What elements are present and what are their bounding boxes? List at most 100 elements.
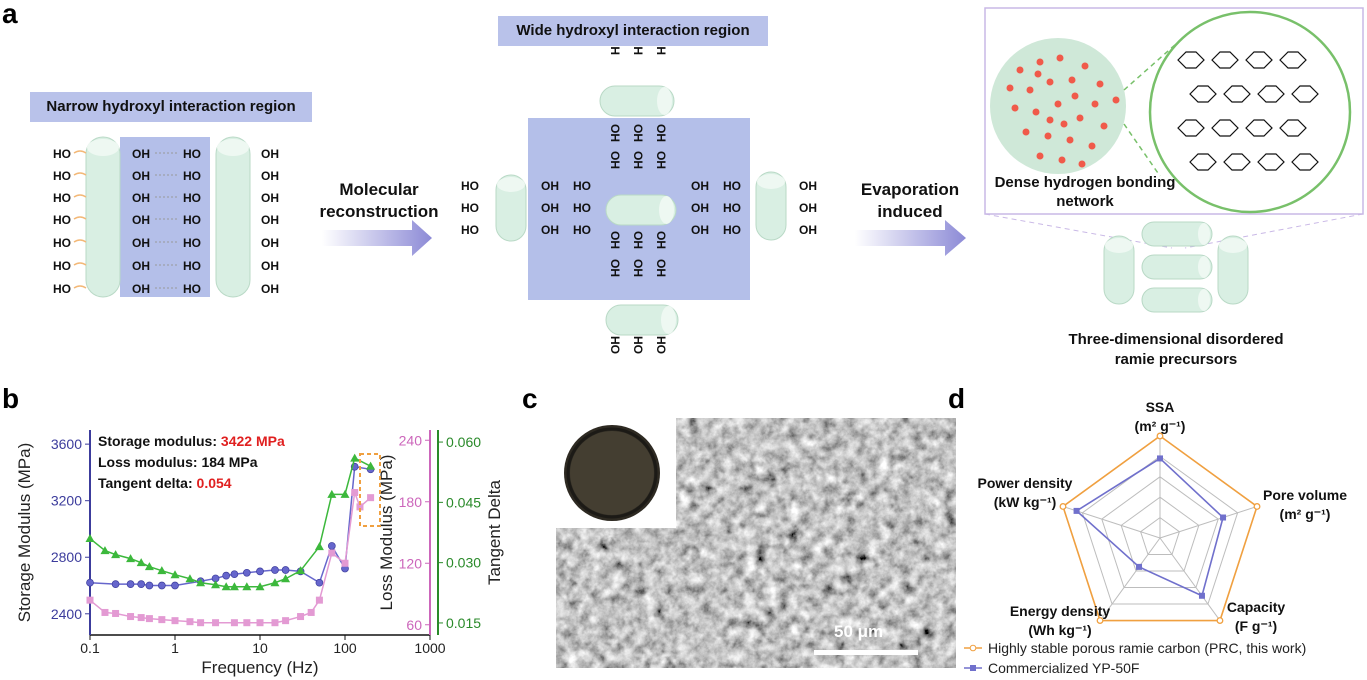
hbond-node: [1036, 58, 1044, 66]
precursor-cylinder: [1141, 287, 1213, 313]
ho-label: HO: [183, 259, 201, 273]
data-point: [256, 567, 264, 576]
cylinder-west-cap: [497, 177, 525, 192]
ho-label: HO: [461, 201, 479, 215]
data-point: [222, 571, 231, 580]
oh-label: OH: [541, 223, 559, 237]
scale-bar: [814, 650, 918, 655]
zoom-line: [1184, 213, 1364, 249]
data-point: [136, 558, 146, 567]
glucose-ring: [1211, 119, 1239, 137]
loss-legend: Loss modulus: 184 MPa: [98, 454, 258, 470]
chain: [73, 172, 87, 176]
data-point: [356, 503, 364, 511]
chain: [73, 262, 87, 266]
glucose-ring: [1189, 85, 1217, 103]
data-point: [366, 461, 376, 470]
oh-vertical: OH: [654, 259, 668, 277]
oh-vertical: OH: [654, 151, 668, 169]
cylinder-left: [85, 136, 121, 298]
data-point: [270, 578, 280, 587]
hbond-node: [1088, 142, 1096, 150]
oh-vertical: OH: [631, 151, 645, 169]
oh-label: OH: [541, 179, 559, 193]
panel-d-letter: d: [948, 383, 966, 414]
zoom-circle: [1148, 10, 1352, 214]
legend-marker: [970, 665, 976, 671]
ho-label: HO: [573, 201, 591, 215]
radar-ring: [1081, 455, 1239, 605]
chain: [73, 150, 87, 154]
data-point: [271, 566, 279, 574]
oh-label: OH: [799, 179, 817, 193]
precursor-cylinder-cap: [1219, 238, 1247, 253]
data-point: [196, 578, 206, 587]
ho-label: HO: [183, 147, 201, 161]
hbond-node: [1016, 66, 1024, 74]
glucose-ring: [1177, 51, 1205, 69]
data-point: [101, 608, 109, 616]
ho-label: HO: [183, 191, 201, 205]
data-point: [296, 566, 306, 575]
oh-label: OH: [261, 169, 279, 183]
data-point: [230, 570, 239, 579]
ho-label: HO: [53, 282, 71, 296]
hbond-node: [1068, 76, 1076, 84]
hbond-node: [1071, 92, 1079, 100]
x-tick-label: 1: [171, 640, 179, 656]
narrow-region-box: [120, 137, 210, 297]
data-point: [351, 489, 359, 497]
glucose-ring: [1291, 153, 1319, 171]
hbond-node: [1060, 120, 1068, 128]
oh-vertical: OH: [631, 124, 645, 142]
hbond-node: [1046, 116, 1054, 124]
chain: [73, 285, 87, 289]
hbond-node: [1112, 96, 1120, 104]
hbond-node: [1091, 100, 1099, 108]
arrow2-label: Evaporation induced: [860, 180, 960, 221]
radar-series-0: [1062, 435, 1258, 622]
data-point: [211, 580, 221, 589]
data-point: [256, 619, 264, 627]
hbond-node: [1081, 62, 1089, 70]
arrow-1: [322, 220, 432, 256]
y-tick-label: 240: [399, 432, 423, 448]
cylinder-top-cap: [657, 87, 672, 115]
data-point: [315, 596, 323, 604]
glucose-ring: [1279, 119, 1307, 137]
oh-label: OH: [261, 191, 279, 205]
cylinder-left-cap: [87, 139, 119, 156]
oh-vertical: OH: [654, 124, 668, 142]
chart-b-legend-box: Storage modulus: 3422 MPa Loss modulus: …: [98, 431, 285, 494]
glucose-ring: [1223, 153, 1251, 171]
ho-label: HO: [723, 179, 741, 193]
chain: [73, 216, 87, 220]
ho-label: HO: [53, 236, 71, 250]
zoom-line: [1123, 35, 1186, 91]
precursor-cylinder: [1141, 221, 1213, 247]
y-tick-label: 0.060: [446, 434, 481, 450]
hbond-node: [1054, 100, 1062, 108]
radar-spoke: [1099, 537, 1161, 621]
cylinder-east-cap: [757, 174, 785, 189]
glucose-ring: [1279, 51, 1307, 69]
cylinder-right: [215, 136, 251, 298]
radar-point: [1136, 563, 1143, 570]
y-tick-label: 3600: [51, 436, 82, 452]
data-point: [144, 562, 154, 571]
data-point: [126, 554, 136, 563]
arrow1-label: Molecular reconstruction: [319, 180, 439, 221]
data-point: [137, 580, 146, 588]
oh-vertical: OH: [608, 124, 622, 142]
radar-point: [1220, 514, 1227, 521]
oh-label: OH: [691, 223, 709, 237]
radar-ring: [1120, 496, 1200, 572]
y-axis-title-storage: Storage Modulus (MPa): [15, 443, 34, 623]
data-point: [157, 581, 166, 590]
precursor-label: Three-dimensional disordered ramie precu…: [1068, 331, 1284, 368]
panel-c-letter: c: [522, 383, 538, 414]
data-point: [145, 615, 153, 623]
radar-spoke: [1159, 506, 1258, 539]
